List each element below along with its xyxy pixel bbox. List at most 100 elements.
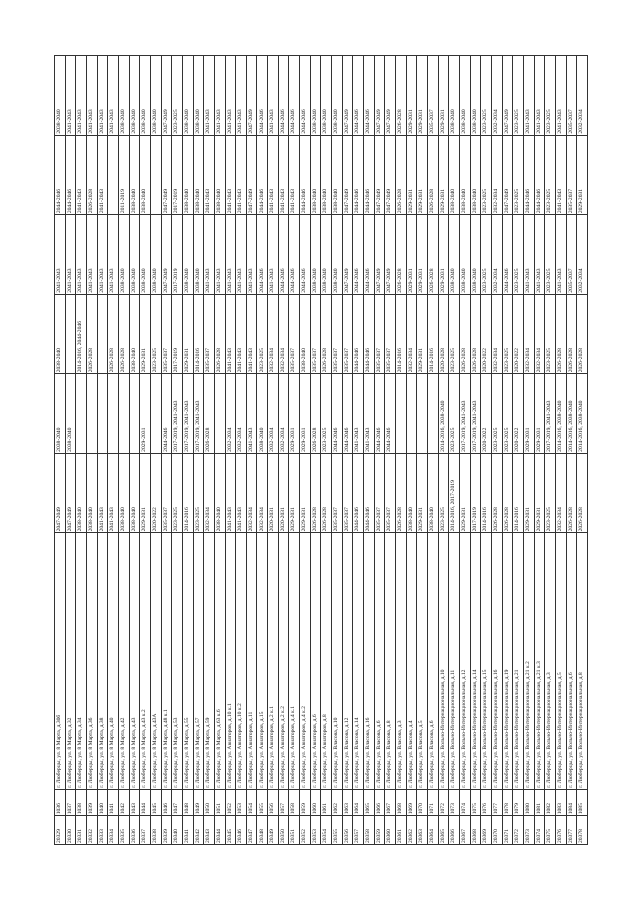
cell-period-4: 2041-2043 (534, 214, 545, 295)
cell-period-1: 2041-2043 (97, 453, 108, 533)
cell-item-number: 1071 (427, 789, 439, 816)
cell-period-3: 2026-2028 (214, 294, 225, 374)
cell-period-5: 2038-2040 (182, 135, 194, 215)
cell-period-6: 2038-2040 (129, 55, 140, 136)
cell-period-4: 2026-2028 (427, 214, 439, 295)
cell-period-3: 2035-2037 (384, 294, 396, 374)
cell-period-2 (416, 373, 428, 454)
cell-period-5: 2041-2043 (288, 135, 300, 215)
cell-period-2: 2032-2034 (235, 373, 247, 454)
cell-period-1: 2014-2016, 2017-2019 (448, 453, 460, 533)
cell-row-number: 20339 (161, 815, 172, 845)
cell-period-2 (97, 373, 108, 454)
cell-period-1: 2029-2031 (523, 453, 535, 533)
cell-address: г. Люберцы, ул. Власова, д.16 (363, 532, 375, 790)
cell-row-number: 20369 (480, 815, 492, 845)
cell-period-5: 2029-2031 (576, 135, 588, 215)
cell-period-6: 2041-2043 (107, 55, 119, 136)
cell-period-6: 2038-2040 (320, 55, 332, 136)
cell-period-6: 2041-2043 (75, 55, 87, 136)
cell-period-4: 2029-2031 (406, 214, 417, 295)
cell-row-number: 20376 (555, 815, 566, 845)
cell-period-2 (86, 373, 98, 454)
cell-item-number: 1039 (86, 789, 98, 816)
cell-period-2: 2023-2025 (491, 373, 503, 454)
cell-period-4: 2044-2046 (502, 214, 513, 295)
cell-item-number: 1037 (65, 789, 76, 816)
cell-period-3: 2038-2040 (299, 294, 311, 374)
cell-period-3: 2014-2016 (427, 294, 439, 374)
cell-row-number: 20370 (491, 815, 503, 845)
cell-address: г. Люберцы, ул. Власова, д.14 (352, 532, 364, 790)
cell-row-number: 20371 (502, 815, 513, 845)
cell-period-5: 2038-2040 (320, 135, 332, 215)
cell-period-3: 2032-2034 (534, 294, 545, 374)
cell-item-number: 1038 (75, 789, 87, 816)
cell-period-4: 2026-2028 (395, 214, 407, 295)
cell-period-6: 2044-2046 (288, 55, 300, 136)
cell-period-2: 2017-2019, 2041-2043 (171, 373, 183, 454)
cell-period-4: 2038-2040 (459, 214, 471, 295)
cell-row-number: 20333 (97, 815, 108, 845)
cell-period-1: 2029-2031 (416, 453, 428, 533)
cell-period-1: 2023-2025 (171, 453, 183, 533)
cell-period-5: 2047-2049 (161, 135, 172, 215)
cell-period-1: 2035-2037 (384, 453, 396, 533)
cell-row-number: 20342 (193, 815, 204, 845)
cell-period-2 (214, 373, 225, 454)
cell-item-number: 1084 (566, 789, 577, 816)
cell-period-4: 2041-2043 (555, 214, 566, 295)
cell-period-3: 2041-2043 (235, 294, 247, 374)
cell-period-6: 2023-2025 (544, 55, 556, 136)
cell-item-number: 1082 (544, 789, 556, 816)
cell-period-4: 2044-2046 (352, 214, 364, 295)
cell-period-5: 2029-2031 (416, 135, 428, 215)
cell-period-5: 2038-2040 (310, 135, 321, 215)
cell-period-3: 2026-2028 (86, 294, 98, 374)
cell-row-number: 20347 (246, 815, 257, 845)
cell-period-3: 2035-2037 (374, 294, 385, 374)
cell-period-1: 2014-2016 (512, 453, 524, 533)
cell-period-3: 2035-2037 (203, 294, 215, 374)
cell-item-number: 1076 (480, 789, 492, 816)
cell-period-4: 2038-2040 (320, 214, 332, 295)
cell-period-5: 2038-2040 (193, 135, 204, 215)
cell-period-6: 2029-2031 (406, 55, 417, 136)
cell-period-5: 2023-2025 (480, 135, 492, 215)
cell-period-5: 2026-2028 (86, 135, 98, 215)
cell-period-3: 2035-2037 (288, 294, 300, 374)
cell-period-6: 2023-2025 (480, 55, 492, 136)
cell-period-2 (129, 373, 140, 454)
cell-period-1: 2038-2040 (86, 453, 98, 533)
cell-period-4: 2047-2049 (384, 214, 396, 295)
cell-period-1: 2047-2049 (54, 453, 66, 533)
cell-period-3: 2041-2043 (225, 294, 236, 374)
cell-address: г. Люберцы, ул. 8 Марта, д.53 (171, 532, 183, 790)
cell-item-number: 1069 (406, 789, 417, 816)
cell-address: г. Люберцы, ул. Авиаторов, д.4 к.1 (288, 532, 300, 790)
cell-row-number: 20360 (384, 815, 396, 845)
cell-address: г. Люберцы, ул. Вольно-Интернациональная… (534, 532, 545, 790)
cell-period-5: 2044-2046 (299, 135, 311, 215)
cell-item-number: 1079 (512, 789, 524, 816)
cell-period-6: 2038-2040 (470, 55, 481, 136)
cell-period-2: 2014-2016, 2038-2040 (555, 373, 566, 454)
cell-period-4: 2041-2043 (107, 214, 119, 295)
cell-period-4: 2047-2049 (161, 214, 172, 295)
cell-row-number: 20331 (75, 815, 87, 845)
cell-period-2 (107, 373, 119, 454)
cell-period-3: 2020-2028 (438, 294, 449, 374)
cell-address: г. Люберцы, ул. Вольно-Интернациональная… (576, 532, 588, 790)
cell-period-2: 2026-2028 (203, 373, 215, 454)
cell-period-6: 2038-2040 (150, 55, 162, 136)
cell-item-number: 1043 (129, 789, 140, 816)
